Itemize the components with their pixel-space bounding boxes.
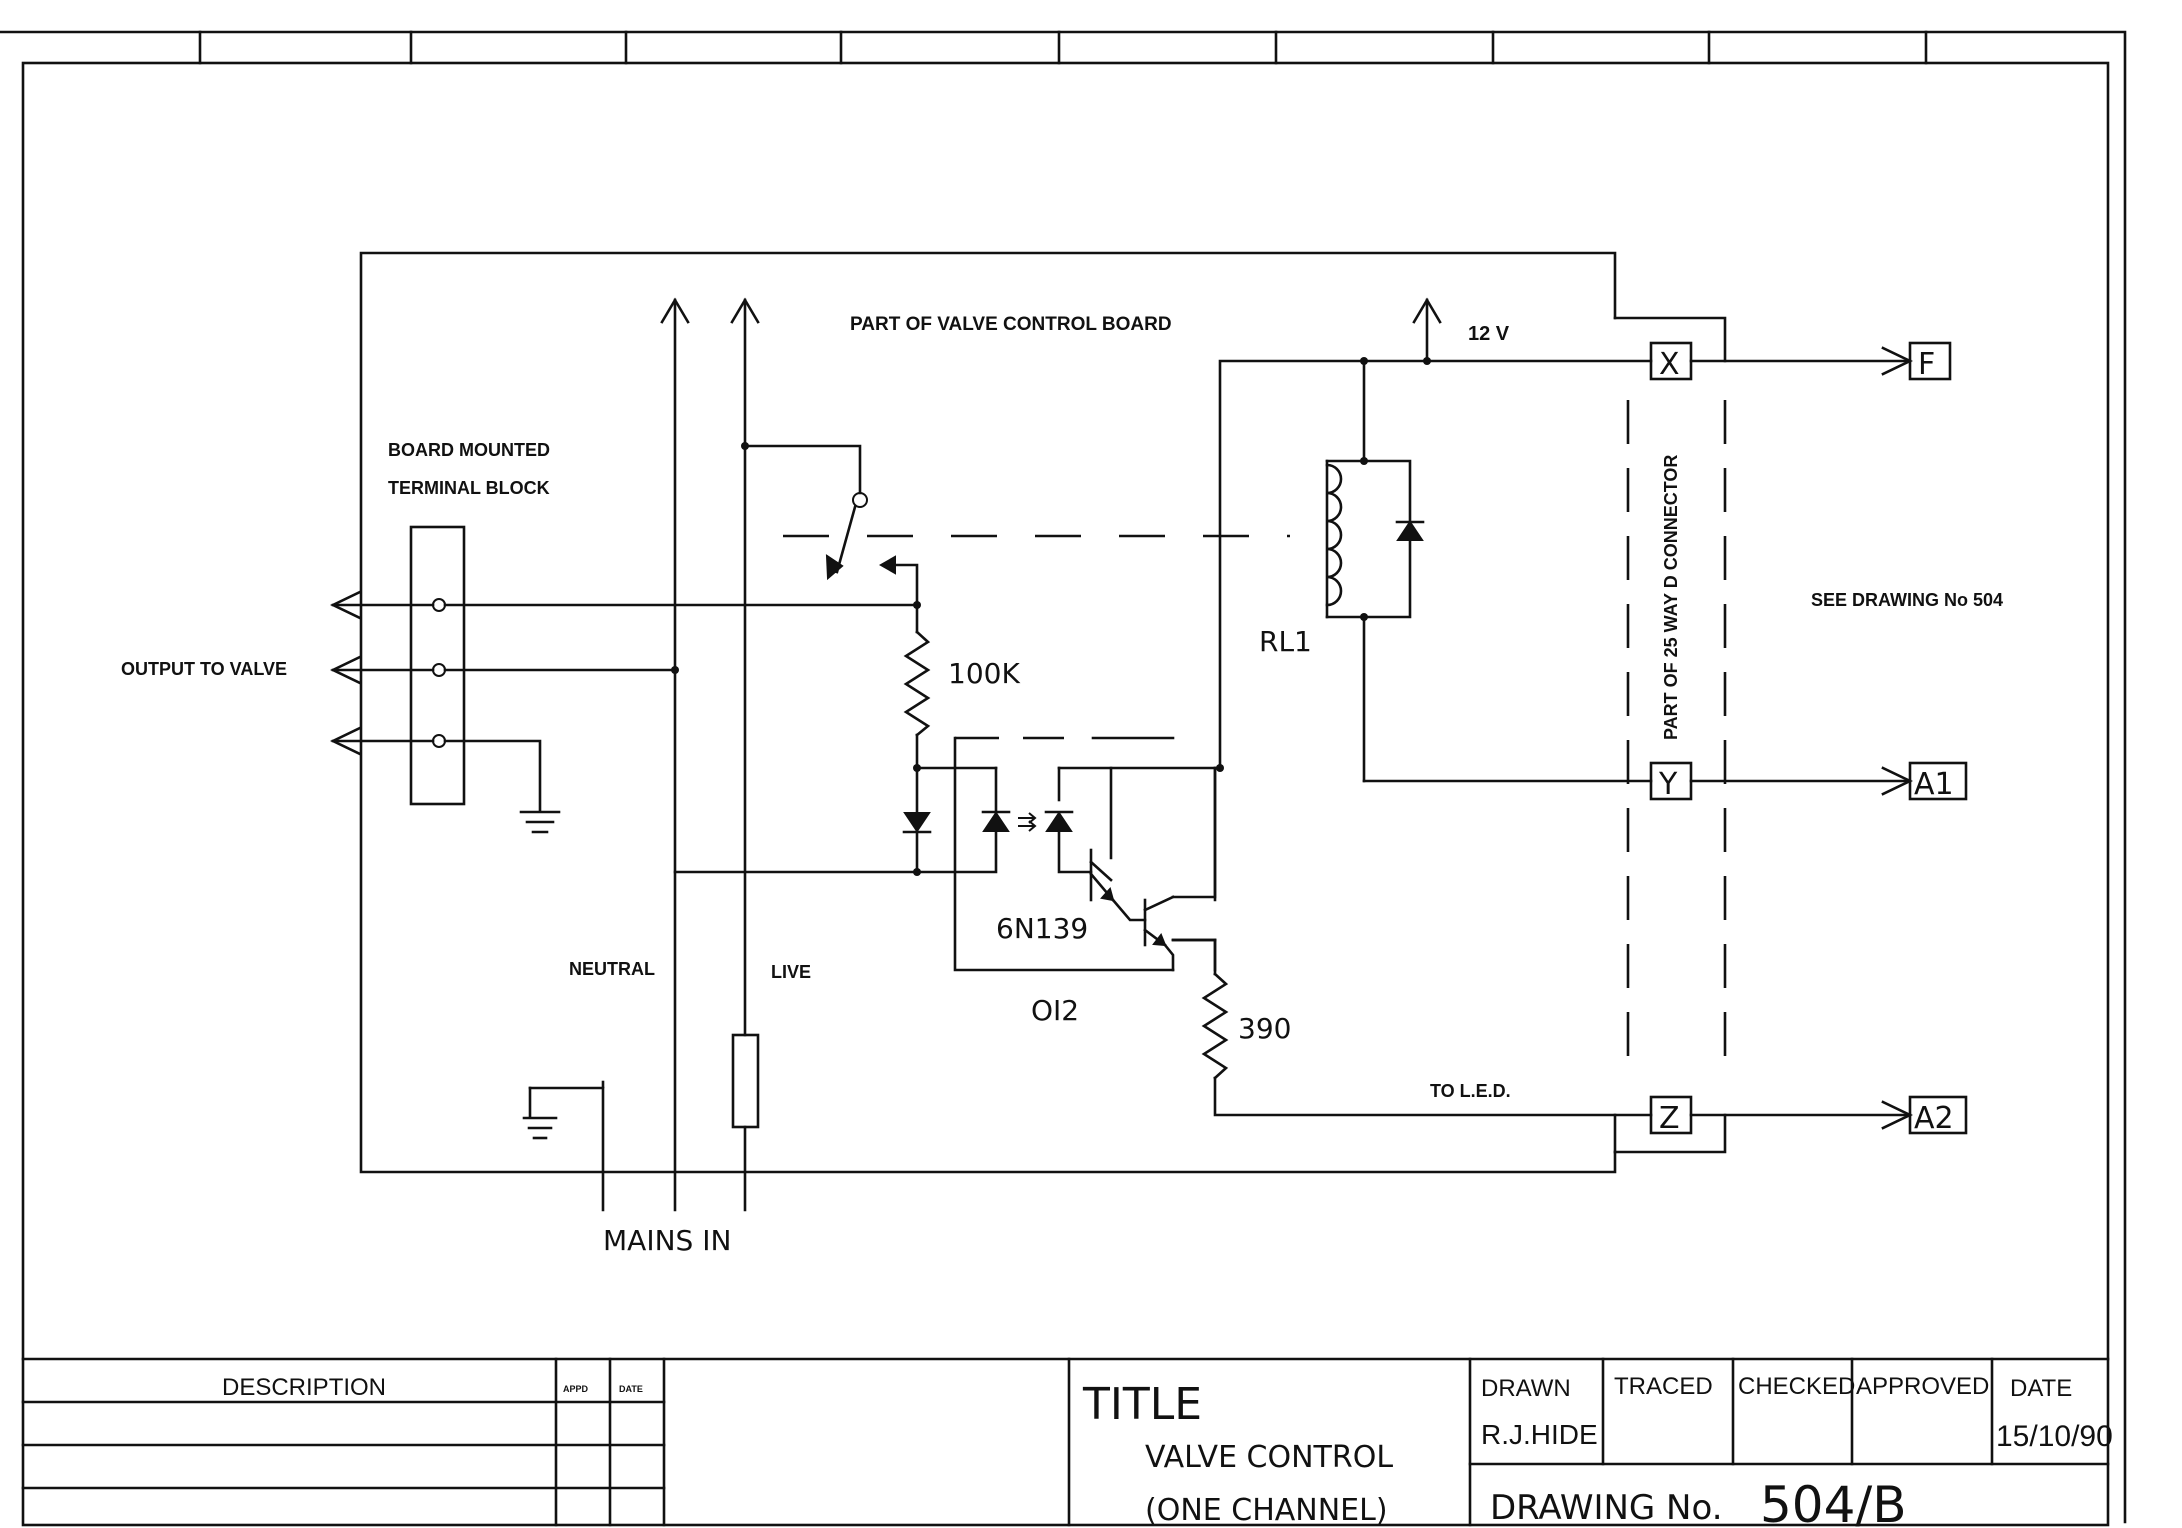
title-line-2: (ONE CHANNEL) <box>1145 1493 1388 1528</box>
output-a1-label: A1 <box>1914 767 1954 802</box>
relay-label: RL1 <box>1259 625 1312 658</box>
resistor-390 <box>1171 938 1653 1117</box>
terminal-block-label-2: TERMINAL BLOCK <box>388 478 550 498</box>
output-arrows <box>330 590 435 756</box>
drawn-by: R.J.HIDE <box>1481 1419 1598 1450</box>
drawing-no-label: DRAWING No. <box>1490 1488 1723 1528</box>
terminal-ground-symbol <box>443 739 561 834</box>
title-block <box>21 1357 2110 1527</box>
supply-12v-label: 12 V <box>1468 323 1510 345</box>
drawing-no-value: 504/B <box>1760 1476 1907 1528</box>
supply-rail <box>1213 357 1653 772</box>
approved-label: APPROVED <box>1856 1373 1989 1400</box>
live-line <box>730 297 760 1212</box>
pin-y-label: Y <box>1658 767 1678 802</box>
resistor-390-label: 390 <box>1238 1012 1291 1045</box>
sheet-frame <box>0 30 2127 1527</box>
pin-x-label: X <box>1659 347 1680 382</box>
relay-coil <box>1325 359 1653 783</box>
supply-12v <box>1412 297 1442 365</box>
resistor-100k <box>443 601 931 772</box>
to-led-label: TO L.E.D. <box>1430 1081 1511 1101</box>
protection-diode <box>902 766 998 876</box>
board-label: PART OF VALVE CONTROL BOARD <box>850 314 1172 335</box>
appd-header: APPD <box>563 1384 589 1394</box>
title-label: TITLE <box>1082 1379 1202 1430</box>
d-connector <box>1613 316 1727 1154</box>
mains-earth-symbol <box>522 1080 605 1212</box>
description-header: DESCRIPTION <box>222 1374 386 1401</box>
relay-contact <box>743 444 919 607</box>
terminal-block <box>409 525 466 806</box>
live-label: LIVE <box>771 962 811 982</box>
fuse-symbol <box>731 1033 760 1129</box>
board-outline <box>359 251 1617 1174</box>
date-small-header: DATE <box>619 1384 643 1394</box>
date-value: 15/10/90 <box>1996 1420 2113 1453</box>
resistor-100k-label: 100K <box>948 657 1020 690</box>
traced-label: TRACED <box>1614 1373 1713 1400</box>
output-a2-label: A2 <box>1914 1101 1954 1136</box>
output-to-valve-label: OUTPUT TO VALVE <box>121 659 287 679</box>
mains-in-label: MAINS IN <box>603 1224 731 1257</box>
output-f-label: F <box>1918 347 1935 382</box>
external-outputs <box>1689 341 1968 1135</box>
drawn-label: DRAWN <box>1481 1375 1571 1402</box>
optocoupler-ref-label: OI2 <box>1031 994 1079 1027</box>
optocoupler-part-label: 6N139 <box>996 912 1088 945</box>
pin-z-label: Z <box>1659 1101 1680 1136</box>
see-drawing-label: SEE DRAWING No 504 <box>1811 590 2003 610</box>
checked-label: CHECKED <box>1738 1373 1855 1400</box>
terminal-block-label-1: BOARD MOUNTED <box>388 440 550 460</box>
connector-label: PART OF 25 WAY D CONNECTOR <box>1661 455 1681 740</box>
date-label: DATE <box>2010 1375 2072 1402</box>
title-line-1: VALVE CONTROL <box>1145 1440 1393 1475</box>
neutral-line <box>443 297 919 1212</box>
neutral-label: NEUTRAL <box>569 959 655 979</box>
